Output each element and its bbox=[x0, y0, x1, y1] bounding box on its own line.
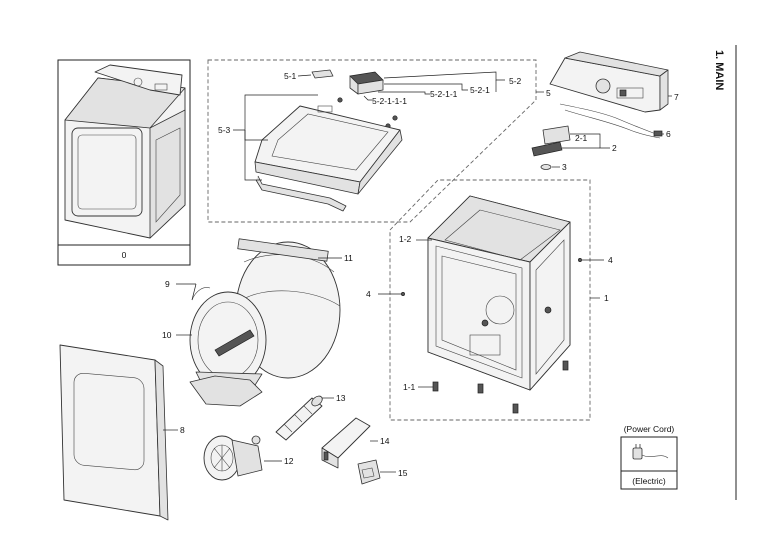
part-5-2-housing: 5-2 5-2-1 5-2-1-1 5-2-1-1-1 bbox=[349, 71, 522, 106]
part-1-1-screws: 1-1 bbox=[403, 360, 569, 414]
callout-7: 7 bbox=[674, 92, 679, 102]
callout-5-2-1-1: 5-2-1-1 bbox=[430, 89, 458, 99]
power-cord-footer: (Electric) bbox=[632, 476, 666, 486]
callout-10: 10 bbox=[162, 330, 172, 340]
screw bbox=[392, 115, 398, 121]
part-7-control-panel: 7 bbox=[549, 51, 679, 113]
part-5-3-top-cover: 5-3 bbox=[218, 94, 403, 212]
callout-5: 5 bbox=[546, 88, 551, 98]
callout-1-2: 1-2 bbox=[399, 234, 412, 244]
assembly-label: 0 bbox=[122, 250, 127, 260]
part-12-blower: 12 bbox=[203, 435, 294, 481]
part-6-wire-harness: 6 bbox=[559, 103, 671, 139]
assembly-overview: 0 bbox=[57, 59, 191, 266]
callout-6: 6 bbox=[666, 129, 671, 139]
section-title: 1. MAIN bbox=[713, 50, 725, 90]
callout-15: 15 bbox=[398, 468, 408, 478]
callout-8: 8 bbox=[180, 425, 185, 435]
callout-3: 3 bbox=[562, 162, 567, 172]
screw bbox=[337, 97, 343, 103]
assembly-frame bbox=[57, 59, 191, 266]
part-2-board: 2-1 2 bbox=[531, 125, 617, 157]
callout-5-2-1: 5-2-1 bbox=[470, 85, 490, 95]
part-8-door: 8 bbox=[59, 344, 185, 521]
callout-13: 13 bbox=[336, 393, 346, 403]
callout-4-left: 4 bbox=[366, 289, 371, 299]
power-cord-header: (Power Cord) bbox=[624, 424, 675, 434]
callout-2-1: 2-1 bbox=[575, 133, 588, 143]
callout-5-2: 5-2 bbox=[509, 76, 522, 86]
cabinet-group-outline bbox=[389, 179, 591, 421]
power-cord-frame bbox=[620, 436, 678, 490]
lint-duct bbox=[189, 375, 263, 407]
callout-2: 2 bbox=[612, 143, 617, 153]
callout-1: 1 bbox=[604, 293, 609, 303]
callout-5-3: 5-3 bbox=[218, 125, 231, 135]
callout-14: 14 bbox=[380, 436, 390, 446]
part-15-bracket: 15 bbox=[357, 459, 408, 485]
callout-5-2-1-1-1: 5-2-1-1-1 bbox=[372, 96, 407, 106]
part-1-cabinet bbox=[427, 195, 571, 391]
part-14-heater: 14 bbox=[321, 417, 390, 469]
callout-1-1: 1-1 bbox=[403, 382, 416, 392]
dryer-illustration bbox=[64, 64, 186, 239]
callout-5-1: 5-1 bbox=[284, 71, 297, 81]
part-10-bulkhead: 10 bbox=[162, 291, 267, 391]
part-9-seal: 9 bbox=[165, 279, 211, 301]
callout-4-right: 4 bbox=[608, 255, 613, 265]
part-3: 3 bbox=[540, 162, 567, 172]
part-13-duct: 13 bbox=[275, 393, 346, 441]
callout-9: 9 bbox=[165, 279, 170, 289]
callout-12: 12 bbox=[284, 456, 294, 466]
top-group-outline bbox=[207, 59, 537, 223]
power-cord-plug-icon bbox=[632, 444, 669, 460]
part-5-1-bracket: 5-1 bbox=[284, 69, 334, 81]
power-cord-box: (Power Cord) (Electric) bbox=[620, 424, 678, 490]
callout-11: 11 bbox=[344, 253, 353, 263]
